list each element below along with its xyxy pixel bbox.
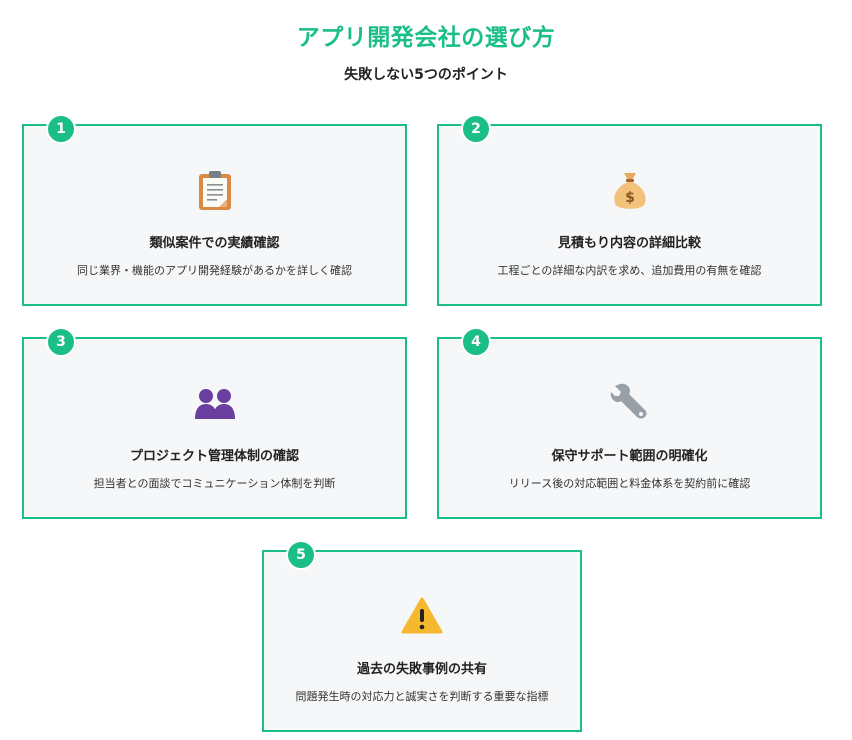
page-subtitle: 失敗しない5つのポイント — [344, 67, 508, 83]
card-title: 類似案件での実績確認 — [149, 236, 280, 251]
number-badge: 2 — [461, 114, 491, 144]
number-badge: 5 — [286, 540, 316, 570]
card-title: プロジェクト管理体制の確認 — [129, 449, 299, 464]
card-description: 同じ業界・機能のアプリ開発経験があるかを詳しく確認 — [77, 264, 352, 277]
card-title: 過去の失敗事例の共有 — [356, 662, 487, 677]
svg-text:$: $ — [625, 190, 635, 206]
card-title: 保守サポート範囲の明確化 — [551, 449, 708, 464]
point-card-3: 3 プロジェクト管理体制の確認 担当者との面談でコミュニケーション体制を判断 — [22, 327, 407, 519]
number-badge: 1 — [46, 114, 76, 144]
number-badge: 3 — [46, 327, 76, 357]
money-bag-icon: $ — [608, 168, 652, 212]
point-card-5: 5 過去の失敗事例の共有 問題発生時の対応力と誠実さを判断する重要な指標 — [262, 540, 582, 732]
card-description: 問題発生時の対応力と誠実さを判断する重要な指標 — [295, 690, 549, 703]
page-title: アプリ開発会社の選び方 — [296, 25, 556, 51]
point-card-2: 2 $ 見積もり内容の詳細比較 工程ごとの詳細な内訳を求め、追加費用の有無を確認 — [437, 114, 822, 306]
card-description: 担当者との面談でコミュニケーション体制を判断 — [93, 477, 336, 490]
clipboard-icon — [193, 168, 237, 212]
warning-icon — [400, 594, 444, 638]
card-title: 見積もり内容の詳細比較 — [557, 236, 701, 251]
wrench-icon — [608, 381, 652, 425]
number-badge: 4 — [461, 327, 491, 357]
card-description: リリース後の対応範囲と料金体系を契約前に確認 — [508, 477, 751, 490]
point-card-4: 4 保守サポート範囲の明確化 リリース後の対応範囲と料金体系を契約前に確認 — [437, 327, 822, 519]
card-description: 工程ごとの詳細な内訳を求め、追加費用の有無を確認 — [497, 264, 762, 277]
point-card-1: 1 類似案件での実績確認 同じ業界・機能のアプリ開発経験があるかを詳しく確認 — [22, 114, 407, 306]
people-icon — [193, 381, 237, 425]
